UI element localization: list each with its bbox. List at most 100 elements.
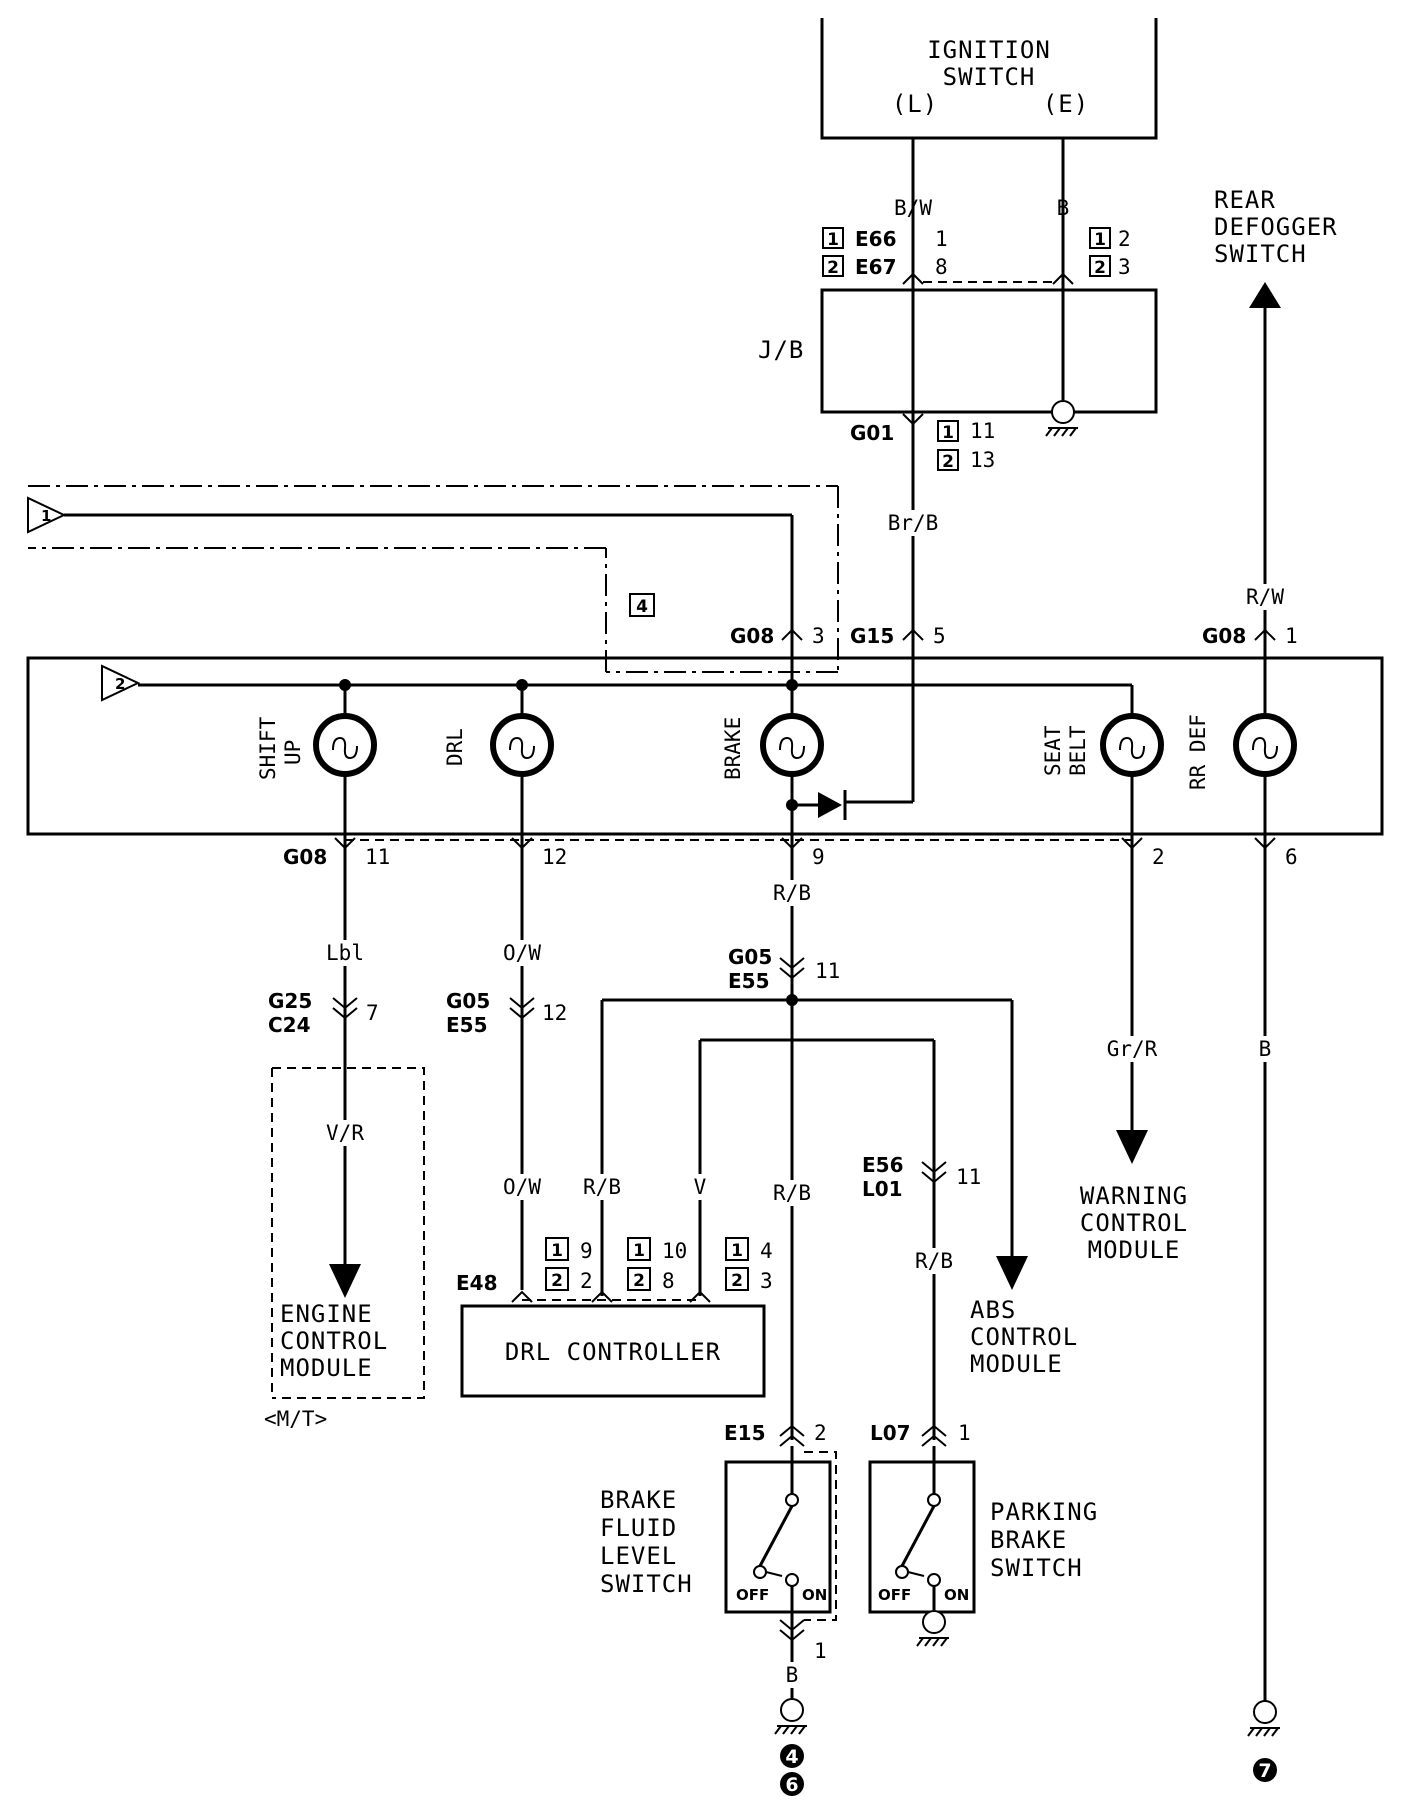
wire-label-ow: O/W — [503, 941, 541, 965]
variant-marker-2b: 2 — [1094, 258, 1106, 278]
connector-label-g05-b: G05 — [446, 989, 490, 1013]
connector-pin-e15-bot: 1 — [814, 1639, 827, 1663]
lamp-label-up: UP — [281, 740, 305, 765]
variant-marker-1e: 1 — [633, 1241, 645, 1261]
connector-label-e67: E67 — [855, 255, 897, 279]
connector-pin-e48-c1: 4 — [760, 1239, 773, 1263]
ground-ref-4: 4 — [785, 1746, 798, 1768]
wire-label-b-top: B — [1057, 196, 1070, 220]
offpage-ref-1-label: 1 — [41, 507, 51, 525]
wire-label-v: V — [694, 1175, 707, 1199]
ignition-terminal-e: (E) — [1043, 90, 1089, 118]
lamp-shift-up: SHIFT UP — [256, 685, 377, 780]
connector-pin-b1: 2 — [1118, 227, 1131, 251]
connector-label-e15: E15 — [724, 1421, 766, 1445]
connector-label-g05-a: G05 — [728, 945, 772, 969]
variant-marker-1d: 1 — [551, 1241, 563, 1261]
connector-e66-e67: 1 E66 1 2 E67 8 1 2 2 3 — [822, 227, 1131, 285]
connector-pin-e67: 8 — [935, 255, 948, 279]
wire-label-vr: V/R — [326, 1121, 364, 1145]
connector-e56-l01: E56 L01 11 — [862, 1153, 981, 1201]
connector-pin-e48-b2: 8 — [662, 1269, 675, 1293]
warning-title-2: CONTROL — [1080, 1209, 1188, 1237]
connector-pin-g08-1: 1 — [1285, 624, 1298, 648]
ignition-switch: IGNITION SWITCH (L) (E) — [820, 18, 1158, 140]
connector-pin-g01-2: 13 — [970, 448, 995, 472]
wire-label-brb: Br/B — [888, 511, 939, 535]
connector-label-l01: L01 — [862, 1177, 903, 1201]
warning-control-module: WARNING CONTROL MODULE — [1080, 1182, 1188, 1264]
connector-label-g25: G25 — [268, 989, 312, 1013]
offpage-ref-2: 2 — [101, 664, 141, 702]
brake-fluid-title-1: BRAKE — [600, 1486, 677, 1514]
abs-title-3: MODULE — [970, 1350, 1063, 1378]
warning-title-3: MODULE — [1088, 1236, 1181, 1264]
ignition-switch-title-1: IGNITION — [927, 36, 1051, 64]
brake-fluid-level-switch: E15 2 OFF ON 1 BRAKE FLUID LEVEL SWITCH — [600, 1421, 837, 1700]
connector-pin-e48-a1: 9 — [580, 1239, 593, 1263]
variant-marker-2: 2 — [827, 258, 839, 278]
connector-label-g15: G15 — [850, 624, 894, 648]
junction-block: J/B — [758, 288, 1158, 437]
rear-defogger-title-1: REAR — [1214, 186, 1276, 214]
parking-brake-switch: L07 1 OFF ON PARKING BRAKE SWITCH — [868, 1421, 1097, 1647]
lamp-rr-def: RR DEF — [1186, 713, 1297, 790]
variant-marker-2c: 2 — [942, 452, 954, 472]
connector-pin-l07: 1 — [958, 1421, 971, 1445]
abs-control-module: ABS CONTROL MODULE — [970, 1296, 1077, 1378]
meter-bottom-connectors: G08 11 12 9 2 6 — [283, 837, 1298, 869]
connector-pin-e15-top: 2 — [814, 1421, 827, 1445]
connector-e48: 1 9 2 2 1 10 2 8 1 4 2 3 E48 — [456, 1237, 773, 1303]
connector-pin-g05-a: 11 — [815, 959, 840, 983]
connector-pin-e48-c2: 3 — [760, 1269, 773, 1293]
ecm-title-3: MODULE — [280, 1354, 373, 1382]
connector-pin-g05-b: 12 — [542, 1001, 567, 1025]
connector-pin-b2: 3 — [1118, 255, 1131, 279]
drl-controller: DRL CONTROLLER — [460, 1304, 766, 1398]
wire-label-rb-drl: R/B — [583, 1175, 621, 1199]
variant-marker-2e: 2 — [633, 1271, 645, 1291]
connector-g05-e55-a: G05 E55 11 — [728, 945, 840, 993]
offpage-ref-2-label: 2 — [115, 675, 125, 693]
connector-label-c24: C24 — [268, 1013, 311, 1037]
connector-pin-e48-a2: 2 — [580, 1269, 593, 1293]
connector-label-e48: E48 — [456, 1271, 498, 1295]
abs-title-1: ABS — [970, 1296, 1016, 1324]
wire-label-b-right: B — [1259, 1037, 1272, 1061]
connector-label-g01: G01 — [850, 421, 894, 445]
wire-label-rb-main: R/B — [773, 881, 811, 905]
connector-g25-c24: G25 C24 7 — [268, 989, 379, 1037]
ground-rear-defogger: 7 — [1247, 1700, 1280, 1782]
lamp-label-seat: SEAT — [1041, 725, 1065, 776]
wire-label-rb-brake: R/B — [773, 1181, 811, 1205]
ignition-switch-title-2: SWITCH — [943, 63, 1036, 91]
connector-pin-e48-b1: 10 — [662, 1239, 687, 1263]
connector-pin-9: 9 — [812, 845, 825, 869]
junction-block-label: J/B — [758, 336, 804, 364]
connector-label-l07: L07 — [870, 1421, 911, 1445]
ground-ref-6: 6 — [785, 1774, 798, 1796]
parking-brake-title-3: SWITCH — [990, 1554, 1083, 1582]
lamp-label-brake: BRAKE — [721, 717, 745, 780]
wire-label-b-bottom: B — [786, 1663, 799, 1687]
connector-pin-g15: 5 — [933, 624, 946, 648]
warning-title-1: WARNING — [1080, 1182, 1188, 1210]
connector-pin-e66: 1 — [935, 227, 948, 251]
connector-label-e55-b: E55 — [446, 1013, 488, 1037]
variant-marker-1b: 1 — [1094, 230, 1106, 250]
connector-pin-11: 11 — [365, 845, 390, 869]
lamp-drl: DRL — [443, 685, 554, 777]
ecm-note: <M/T> — [264, 1407, 327, 1431]
variant-marker-2d: 2 — [551, 1271, 563, 1291]
drl-controller-label: DRL CONTROLLER — [505, 1338, 721, 1366]
connector-label-g08-1: G08 — [1202, 624, 1246, 648]
parking-brake-off-label: OFF — [878, 1586, 911, 1604]
rear-defogger-title-2: DEFOGGER — [1214, 213, 1338, 241]
lamp-seat-belt: SEAT BELT — [1041, 713, 1164, 777]
lamp-brake: BRAKE — [721, 685, 824, 780]
variant-marker-2f: 2 — [731, 1271, 743, 1291]
ground-ref-7: 7 — [1258, 1760, 1271, 1782]
wire-label-bw: B/W — [894, 196, 932, 220]
connector-label-g08-bottom: G08 — [283, 845, 327, 869]
